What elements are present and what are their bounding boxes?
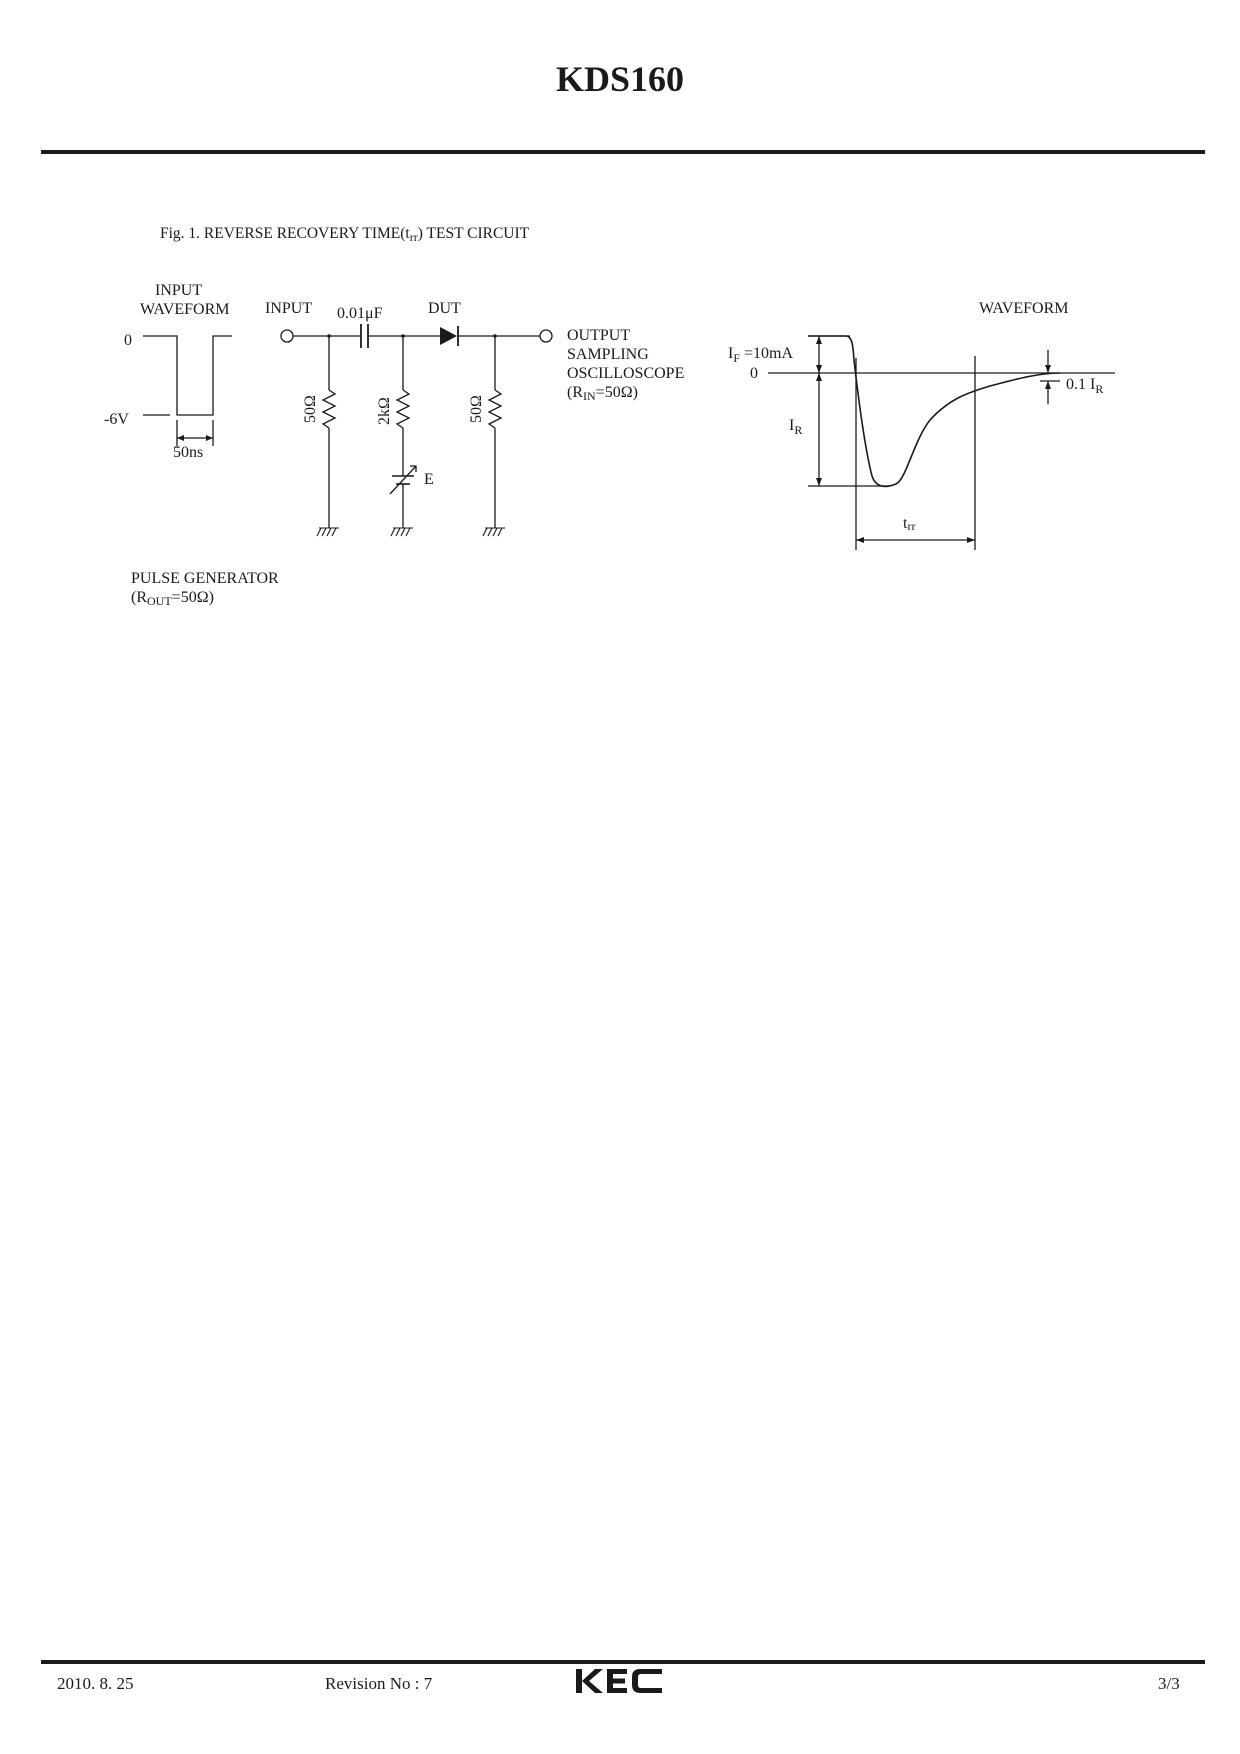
capacitor-label: 0.01μF: [337, 305, 383, 322]
r2-label: 2kΩ: [376, 397, 393, 425]
input-waveform: INPUT WAVEFORM 0 -6V 50ns: [104, 282, 232, 461]
output-terminal: [539, 329, 553, 343]
output-waveform-title: WAVEFORM: [979, 300, 1069, 317]
resistor-r3: 50Ω: [468, 336, 505, 537]
source-label: E: [424, 471, 434, 488]
dut-label: DUT: [428, 300, 461, 317]
reverse-recovery-figure: Fig. 1. REVERSE RECOVERY TIME(trr) TEST …: [104, 225, 1115, 608]
input-level-zero: 0: [124, 332, 132, 349]
input-pulse-width: 50ns: [173, 444, 203, 461]
recovery-current-trace: [808, 335, 1061, 488]
pulse-generator-label-2: (ROUT=50Ω): [131, 589, 214, 608]
tenth-ir-label: 0.1 IR: [1066, 376, 1103, 396]
input-terminal: [280, 329, 294, 343]
input-waveform-title-1: INPUT: [155, 282, 202, 299]
r3-label: 50Ω: [468, 395, 485, 423]
output-label-1: OUTPUT: [567, 327, 630, 344]
pulse-generator-label-1: PULSE GENERATOR: [131, 570, 279, 587]
footer-rule: [41, 1660, 1205, 1664]
output-label-2: SAMPLING: [567, 346, 649, 363]
test-circuit: INPUT 0.01μF DUT 50Ω: [265, 300, 684, 537]
ir-label: IR: [789, 417, 802, 437]
footer-page-number: 3/3: [1158, 1674, 1180, 1693]
r1-label: 50Ω: [302, 395, 319, 423]
input-level-low: -6V: [104, 411, 129, 428]
dut-diode: [440, 327, 457, 345]
input-pulse-trace: [143, 335, 232, 416]
figure-caption: Fig. 1. REVERSE RECOVERY TIME(trr) TEST …: [160, 225, 530, 244]
output-zero-label: 0: [750, 365, 758, 382]
trr-label: trr: [903, 515, 915, 533]
circuit-input-label: INPUT: [265, 300, 312, 317]
header-rule: [41, 150, 1205, 154]
variable-source-e: E: [389, 465, 434, 537]
input-waveform-title-2: WAVEFORM: [140, 301, 230, 318]
if-label: IF =10mA: [728, 345, 793, 365]
footer-date: 2010. 8. 25: [57, 1674, 134, 1693]
output-waveform: WAVEFORM IF =10mA 0 IR 0.1 IR trr: [728, 300, 1115, 550]
document-title: KDS160: [555, 59, 685, 99]
output-label-4: (RIN=50Ω): [567, 384, 638, 403]
resistor-r2: 2kΩ: [376, 336, 411, 476]
footer-revision: Revision No : 7: [325, 1674, 433, 1693]
kec-logo: [576, 1669, 662, 1693]
resistor-r1: 50Ω: [302, 336, 339, 537]
output-label-3: OSCILLOSCOPE: [567, 365, 684, 382]
